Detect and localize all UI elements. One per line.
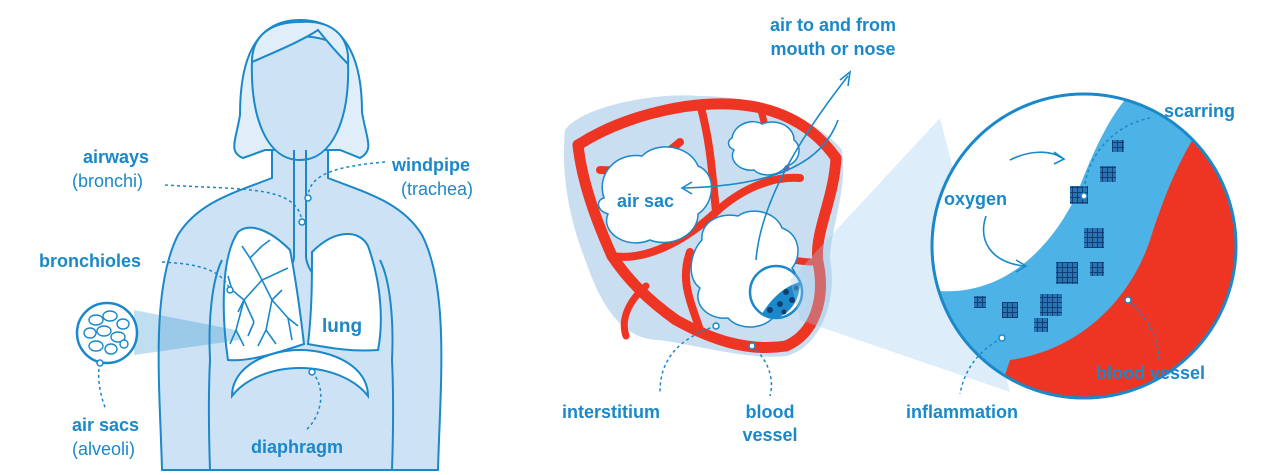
scarring-label: scarring <box>1164 101 1236 121</box>
airways-label: airways <box>83 147 150 167</box>
airflow-out-arrow <box>755 75 849 261</box>
blood-vessel-leader-mid <box>751 345 773 397</box>
scarring-leader <box>1083 117 1151 197</box>
blood-vessel-label-mid-line1: blood <box>745 402 795 422</box>
air-sac-shape-3 <box>727 120 800 176</box>
diaphragm-shape <box>230 348 370 400</box>
oxygen-curve-arrow <box>982 215 1025 267</box>
middle-leader-lines <box>659 325 773 397</box>
scar-patches <box>974 140 1124 332</box>
human-figure <box>157 18 443 471</box>
right-lung <box>306 233 382 352</box>
middle-leader-dots <box>712 322 756 350</box>
inflammation-label: inflammation <box>906 402 1019 422</box>
blood-vessel-label-mid-line2: vessel <box>742 425 798 445</box>
magnified-alveolus-wall <box>930 92 1238 400</box>
inflammation-leader <box>959 337 1003 395</box>
hair-fringe <box>250 20 350 67</box>
right-shoulder-line <box>379 259 394 361</box>
windpipe-leader <box>307 161 386 199</box>
lung-label: lung <box>322 316 363 337</box>
left-lung <box>222 226 306 362</box>
scarring-spot-icon <box>748 264 804 320</box>
air-sac-shape-1 <box>597 146 713 244</box>
air-to-from-label-line1: air to and from <box>769 15 896 35</box>
bronchioles-label: bronchioles <box>39 251 142 271</box>
blood-vessel-label-right: blood vessel <box>1096 363 1206 383</box>
air-to-from-label-line2: mouth or nose <box>770 39 896 59</box>
air-sacs-leader <box>97 362 107 411</box>
alveoli-label: (alveoli) <box>72 439 136 459</box>
interstitium-label: interstitium <box>562 402 661 422</box>
right-leader-dots <box>998 192 1132 342</box>
left-shoulder-line <box>208 259 223 361</box>
bronchiole-tree <box>227 239 299 347</box>
right-leader-lines <box>959 117 1159 395</box>
left-leader-lines <box>97 161 386 431</box>
air-sac-label: air sac <box>617 191 675 211</box>
right-arm-line <box>391 359 395 471</box>
airflow-in-arrow <box>683 119 839 189</box>
diaphragm-leader <box>305 371 322 431</box>
bronchi-label: (bronchi) <box>72 171 144 191</box>
air-sacs-label: air sacs <box>72 415 140 435</box>
left-arm-line <box>207 359 211 471</box>
trachea-label: (trachea) <box>401 179 474 199</box>
interstitium-leader <box>659 325 717 393</box>
blood-vessel-layer <box>990 110 1236 398</box>
airflow-arrows <box>680 70 852 261</box>
left-leader-dots <box>96 194 316 376</box>
oxygen-label: oxygen <box>944 189 1008 209</box>
alveoli-cluster-icon <box>75 301 139 365</box>
oxygen-arrows <box>982 151 1066 273</box>
alveoli-magnifier-beam <box>134 310 240 355</box>
blood-vessel-leader-right <box>1127 299 1159 361</box>
windpipe-label: windpipe <box>392 155 470 175</box>
airways-leader <box>164 184 303 223</box>
diaphragm-label: diaphragm <box>251 437 344 457</box>
